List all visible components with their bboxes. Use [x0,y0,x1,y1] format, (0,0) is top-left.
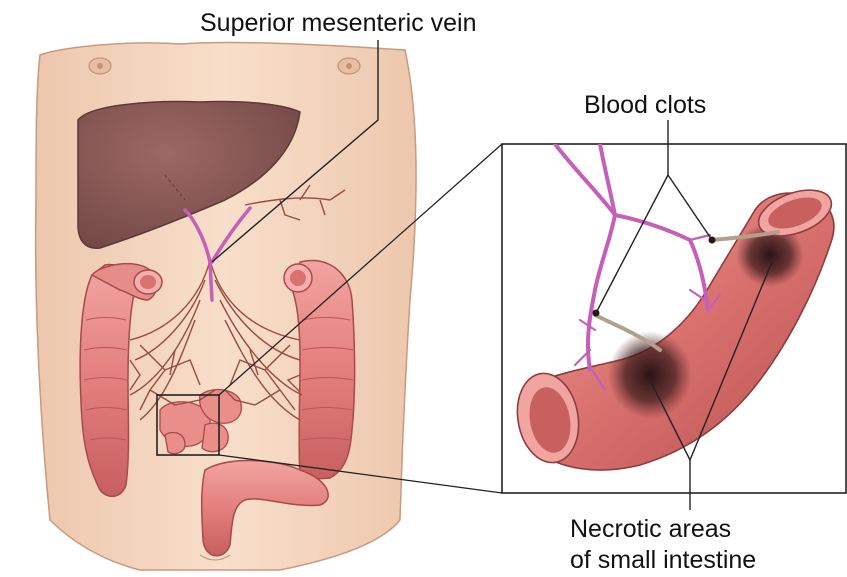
superior-mesenteric-vein-label: Superior mesenteric vein [200,10,477,38]
necrotic-label-line2: of small intestine [570,545,756,576]
descending-colon [290,261,355,480]
ascending-colon [80,265,135,497]
necrotic-areas-label: Necrotic areas of small intestine [570,514,756,576]
blood-clots-label: Blood clots [584,92,706,120]
necrotic-label-line1: Necrotic areas [570,514,756,545]
